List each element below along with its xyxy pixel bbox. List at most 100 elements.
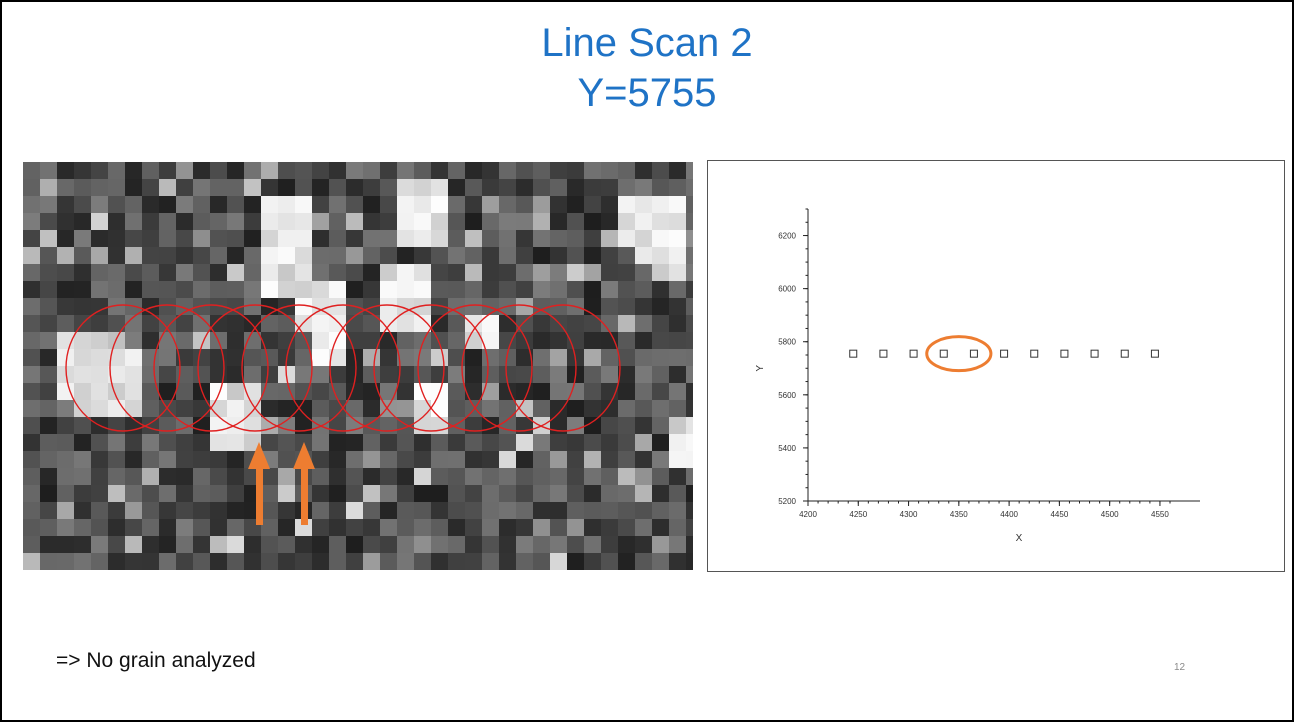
micrograph-pixel — [652, 519, 669, 536]
micrograph-pixel — [567, 417, 584, 434]
micrograph-pixel — [40, 400, 57, 417]
micrograph-pixel — [159, 298, 176, 315]
micrograph-pixel — [380, 264, 397, 281]
micrograph-pixel — [227, 213, 244, 230]
micrograph-pixel — [669, 383, 686, 400]
micrograph-pixel — [74, 536, 91, 553]
micrograph-pixel — [601, 434, 618, 451]
micrograph-pixel — [533, 502, 550, 519]
micrograph-pixel — [465, 383, 482, 400]
micrograph-pixel — [516, 400, 533, 417]
micrograph-pixel — [652, 315, 669, 332]
micrograph-pixel — [40, 247, 57, 264]
micrograph-pixel — [635, 434, 652, 451]
title-line-1: Line Scan 2 — [541, 21, 753, 65]
micrograph-pixel — [23, 213, 40, 230]
micrograph-pixel — [125, 485, 142, 502]
micrograph-pixel — [567, 434, 584, 451]
micrograph-pixel — [244, 349, 261, 366]
micrograph-pixel — [431, 349, 448, 366]
micrograph-pixel — [448, 485, 465, 502]
micrograph-pixel — [414, 366, 431, 383]
micrograph-pixel — [533, 162, 550, 179]
micrograph-pixel — [601, 468, 618, 485]
micrograph-pixel — [686, 366, 693, 383]
micrograph-pixel — [125, 468, 142, 485]
micrograph-pixel — [584, 383, 601, 400]
micrograph-pixel — [278, 213, 295, 230]
micrograph-pixel — [40, 230, 57, 247]
micrograph-pixel — [210, 264, 227, 281]
micrograph-pixel — [431, 468, 448, 485]
micrograph-pixel — [176, 434, 193, 451]
micrograph-pixel — [669, 264, 686, 281]
micrograph-pixel — [23, 281, 40, 298]
micrograph-pixel — [278, 196, 295, 213]
micrograph-pixel — [193, 434, 210, 451]
micrograph-pixel — [363, 400, 380, 417]
micrograph-pixel — [176, 298, 193, 315]
micrograph-pixel — [23, 332, 40, 349]
micrograph-pixel — [193, 468, 210, 485]
micrograph-pixel — [397, 162, 414, 179]
micrograph-pixel — [142, 468, 159, 485]
micrograph-pixel — [125, 400, 142, 417]
micrograph-pixel — [618, 434, 635, 451]
micrograph-pixel — [533, 400, 550, 417]
micrograph-pixel — [108, 332, 125, 349]
micrograph-pixel — [601, 400, 618, 417]
micrograph-pixel — [295, 366, 312, 383]
scan-circle — [65, 304, 181, 432]
micrograph-pixel — [482, 162, 499, 179]
x-tick-label: 4400 — [1000, 510, 1018, 519]
micrograph-pixel — [550, 485, 567, 502]
micrograph-pixel — [448, 519, 465, 536]
micrograph-pixel — [125, 553, 142, 570]
micrograph-pixel — [312, 247, 329, 264]
micrograph-pixel — [91, 349, 108, 366]
micrograph-pixel — [686, 434, 693, 451]
micrograph-pixel — [227, 451, 244, 468]
micrograph-pixel — [448, 468, 465, 485]
micrograph-pixel — [686, 349, 693, 366]
micrograph-pixel — [380, 213, 397, 230]
micrograph-pixel — [74, 332, 91, 349]
micrograph-pixel — [431, 264, 448, 281]
micrograph-pixel — [40, 298, 57, 315]
y-tick-label: 5200 — [778, 497, 796, 506]
micrograph-pixel — [414, 281, 431, 298]
micrograph-pixel — [40, 451, 57, 468]
micrograph-pixel — [227, 196, 244, 213]
micrograph-pixel — [499, 366, 516, 383]
micrograph-pixel — [125, 179, 142, 196]
micrograph-pixel — [533, 264, 550, 281]
arrow-shaft — [301, 467, 308, 525]
micrograph-pixel — [533, 468, 550, 485]
micrograph-pixel — [516, 247, 533, 264]
micrograph-pixel — [584, 196, 601, 213]
micrograph-pixel — [91, 468, 108, 485]
micrograph-pixel — [329, 196, 346, 213]
micrograph-pixel — [329, 349, 346, 366]
micrograph-pixel — [635, 349, 652, 366]
micrograph-pixel — [550, 553, 567, 570]
micrograph-pixel — [329, 468, 346, 485]
micrograph-pixel — [499, 349, 516, 366]
micrograph-pixel — [329, 162, 346, 179]
micrograph-pixel — [448, 451, 465, 468]
micrograph-pixel — [91, 536, 108, 553]
micrograph-pixel — [669, 434, 686, 451]
highlight-ellipse — [925, 335, 993, 373]
micrograph-pixel — [329, 502, 346, 519]
micrograph-pixel — [448, 434, 465, 451]
micrograph-pixel — [74, 213, 91, 230]
micrograph-pixel — [414, 213, 431, 230]
micrograph-pixel — [108, 434, 125, 451]
micrograph-pixel — [193, 536, 210, 553]
micrograph-pixel — [431, 247, 448, 264]
micrograph-pixel — [142, 230, 159, 247]
micrograph-pixel — [74, 468, 91, 485]
micrograph-pixel — [635, 485, 652, 502]
micrograph-pixel — [108, 519, 125, 536]
micrograph-pixel — [295, 213, 312, 230]
